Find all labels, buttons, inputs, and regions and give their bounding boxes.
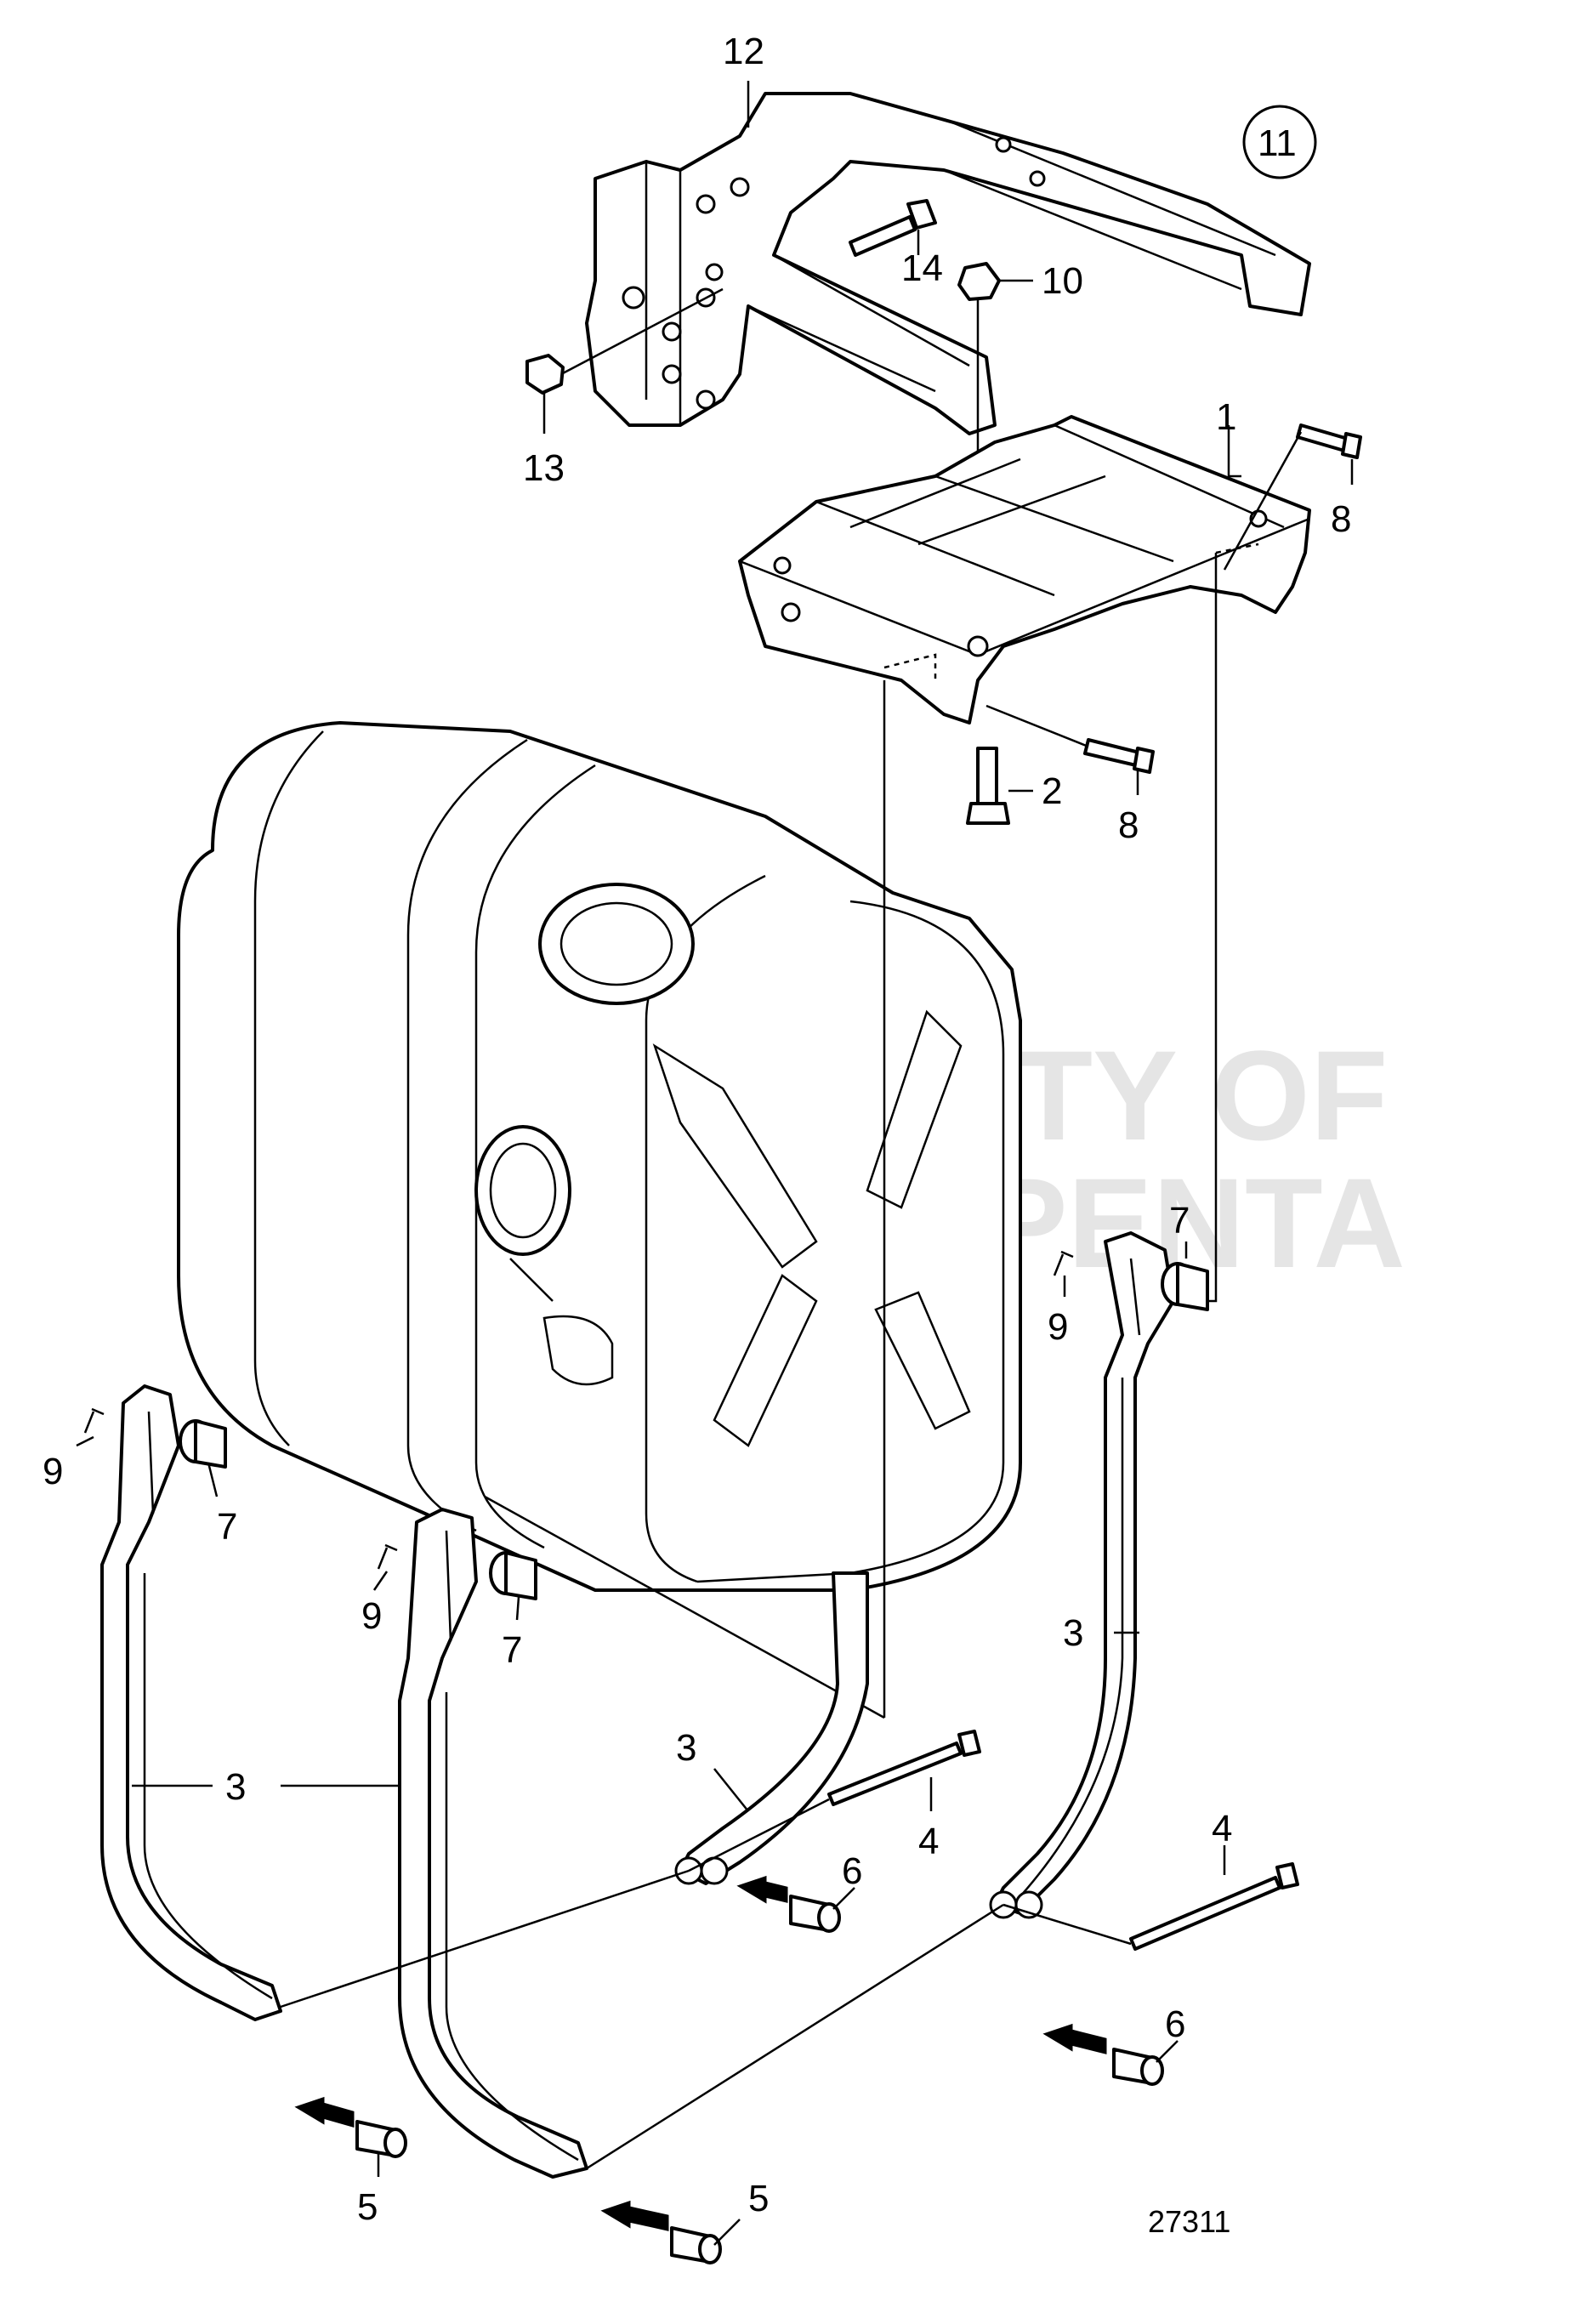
strap-middle xyxy=(398,1508,588,2179)
bolt-14 xyxy=(849,199,937,257)
bolt-2 xyxy=(966,747,1010,825)
callout-5-left: 5 xyxy=(357,2186,378,2228)
callout-2: 2 xyxy=(1042,770,1062,812)
muffler-tank xyxy=(177,721,1022,1592)
callout-4-right: 4 xyxy=(1212,1808,1232,1850)
callout-9-left: 9 xyxy=(43,1451,63,1492)
strap-under xyxy=(674,1571,869,1885)
callout-10: 10 xyxy=(1042,260,1083,302)
callout-12: 12 xyxy=(723,31,764,72)
lower-bracket xyxy=(738,415,1311,724)
callout-13: 13 xyxy=(523,447,565,489)
callout-3-left: 3 xyxy=(225,1766,246,1808)
callout-14: 14 xyxy=(901,247,943,289)
callout-3-under: 3 xyxy=(676,1727,696,1769)
callout-8-upper: 8 xyxy=(1331,498,1351,540)
upper-bracket xyxy=(585,92,1311,435)
nut-13 xyxy=(525,287,724,395)
pins-9 xyxy=(83,1250,1074,1570)
callout-6-right: 6 xyxy=(1165,2003,1185,2045)
callout-6-middle: 6 xyxy=(842,1850,862,1892)
callout-11: 11 xyxy=(1258,122,1297,164)
figure-number: 27311 xyxy=(1148,2204,1230,2239)
callout-9-right: 9 xyxy=(1048,1306,1068,1348)
sleeves-5 xyxy=(280,1869,1004,2264)
spacers-7 xyxy=(179,1262,1209,1600)
callout-7-right: 7 xyxy=(1169,1200,1190,1242)
callout-3-right: 3 xyxy=(1063,1612,1083,1654)
callout-7-middle: 7 xyxy=(502,1629,522,1671)
callout-5-right: 5 xyxy=(748,2178,769,2219)
bolts-4 xyxy=(688,1730,1299,1951)
callout-labels: 12 11 14 10 13 1 8 2 8 7 9 9 7 9 7 3 3 3… xyxy=(43,31,1351,2228)
callout-8-lower: 8 xyxy=(1118,804,1139,846)
bolts-8 xyxy=(985,423,1362,774)
strap-left xyxy=(100,1384,282,2021)
callout-4-middle: 4 xyxy=(918,1821,939,1862)
callout-1: 1 xyxy=(1216,396,1236,438)
callout-7-left: 7 xyxy=(217,1506,237,1548)
callout-11-circle xyxy=(1242,105,1317,179)
sleeves-6 xyxy=(736,1875,1164,2086)
leader-lines xyxy=(76,81,1354,2246)
callout-9-middle: 9 xyxy=(361,1595,382,1637)
